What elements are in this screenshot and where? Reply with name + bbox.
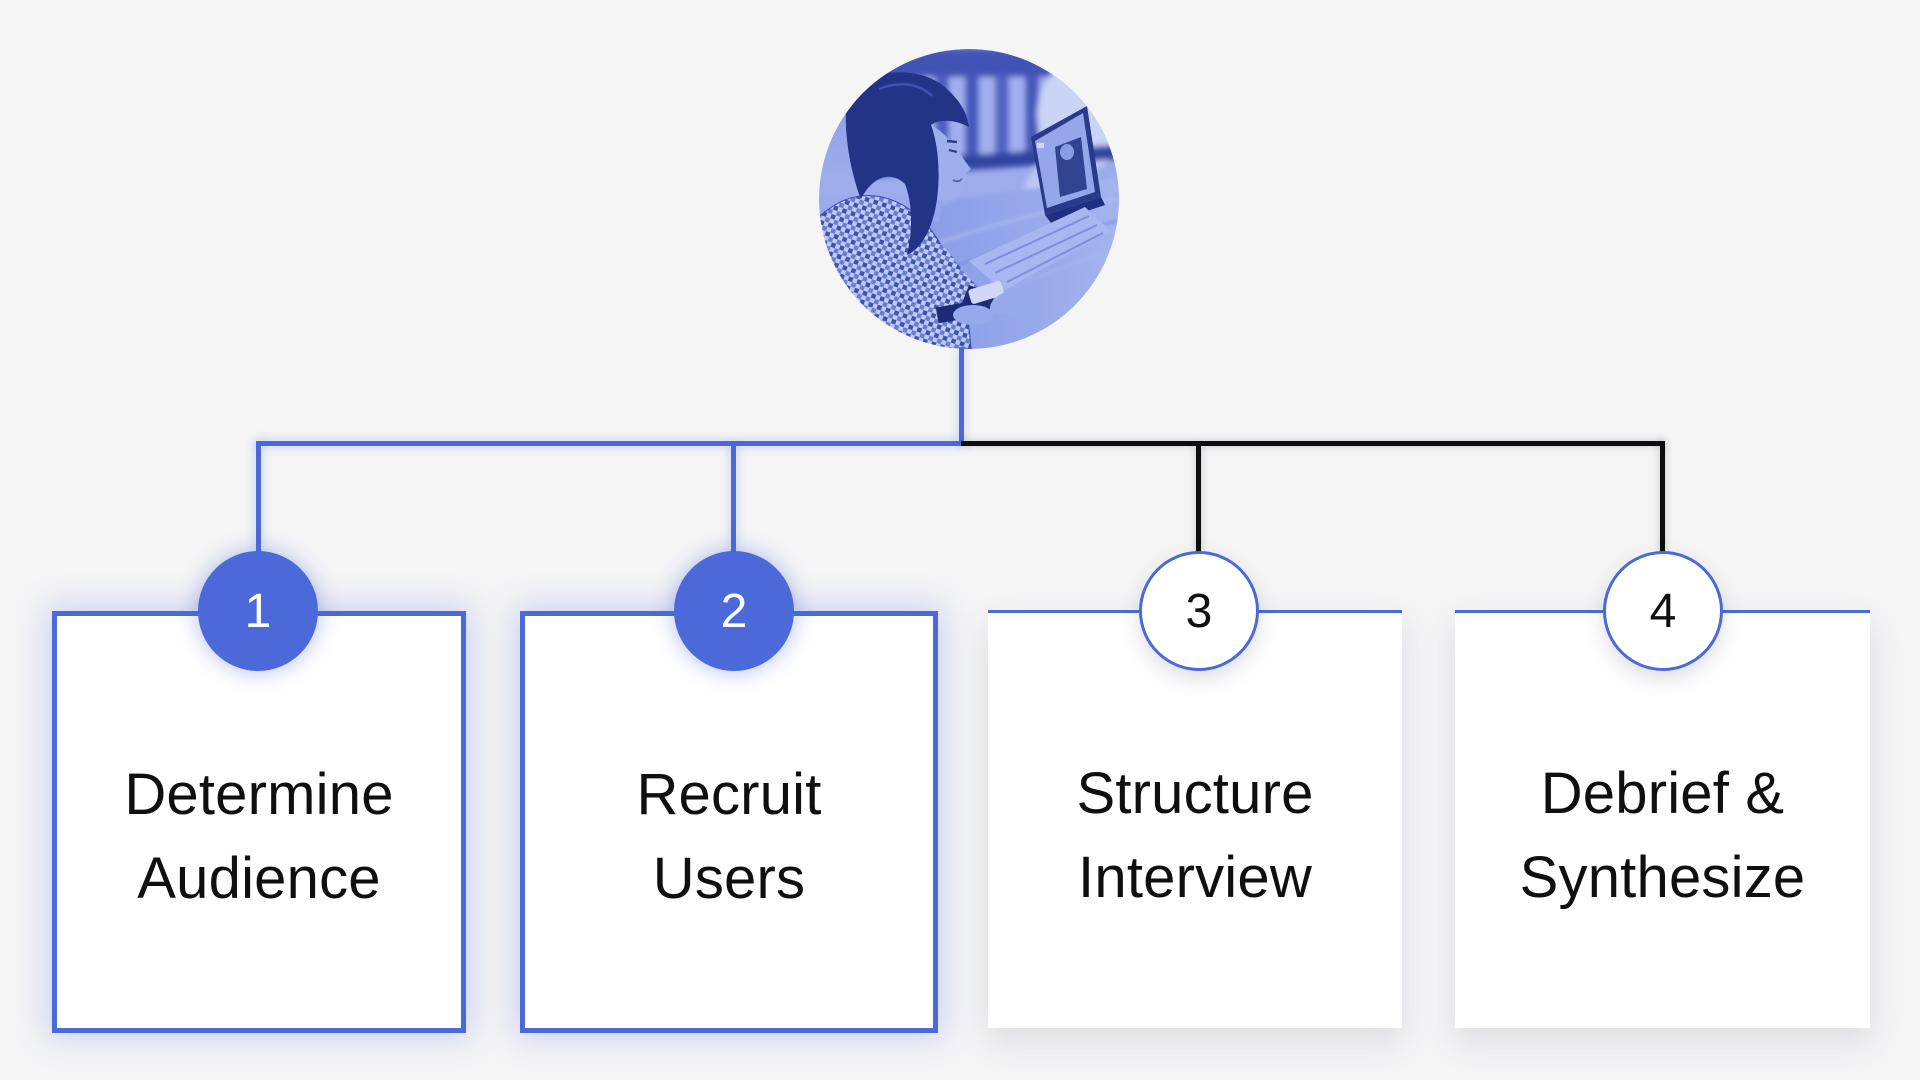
step-card-2: Recruit Users [520,611,938,1033]
step-label-2: Recruit Users [636,762,822,911]
connector-branch-4 [1660,441,1665,553]
connector-branch-2 [731,445,736,553]
connector-branch-3 [1196,445,1201,553]
step-badge-4: 4 [1603,551,1723,671]
photo-blue-tint-overlay [819,49,1119,349]
step-number-3: 3 [1185,584,1213,638]
connector-branch-1 [256,441,261,553]
step-card-3: Structure Interview [988,610,1402,1028]
woman-typing-on-laptop-photo [819,49,1119,349]
step-badge-2: 2 [674,551,794,671]
step-number-4: 4 [1649,584,1677,638]
step-card-4: Debrief & Synthesize [1455,610,1870,1028]
connector-horizontal-right [961,441,1665,446]
step-number-2: 2 [720,584,748,638]
connector-stem [959,347,964,445]
step-badge-1: 1 [198,551,318,671]
step-label-1: Determine Audience [124,762,394,911]
step-card-1: Determine Audience [52,611,466,1033]
step-number-1: 1 [244,584,272,638]
photo-laptop [969,106,1111,291]
photo-illustration [819,49,1119,349]
step-label-4: Debrief & Synthesize [1519,760,1806,910]
step-label-3: Structure Interview [1076,760,1314,910]
connector-horizontal-left [256,441,961,446]
step-badge-3: 3 [1139,551,1259,671]
